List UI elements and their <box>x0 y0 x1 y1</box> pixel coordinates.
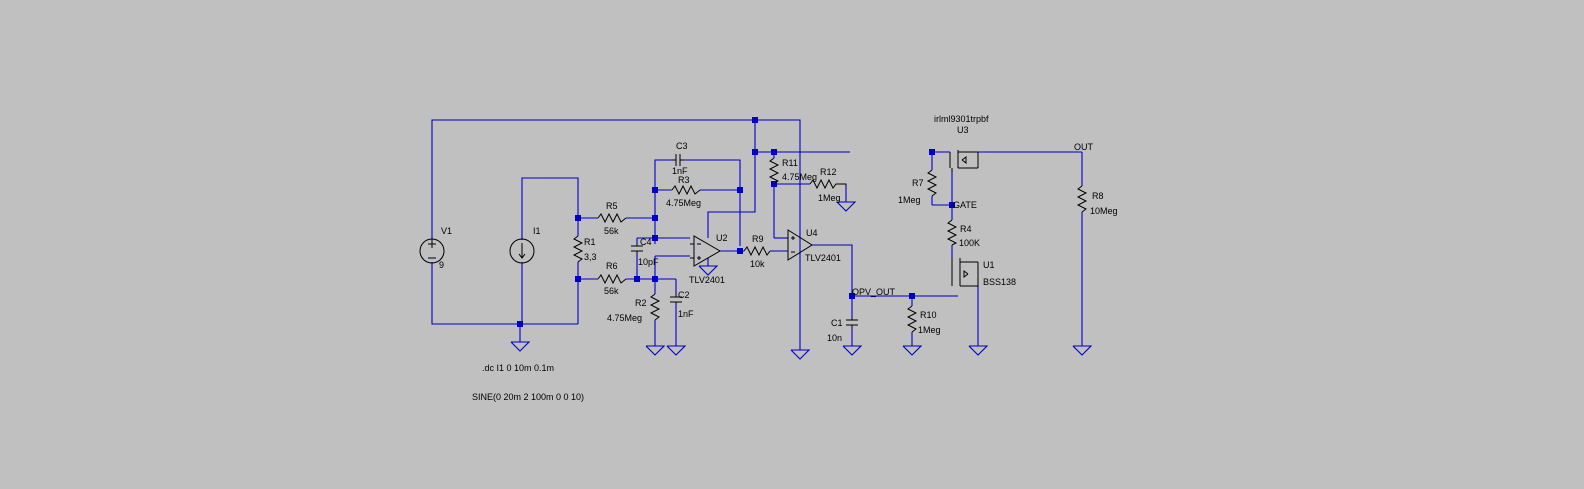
c1-value: 10n <box>827 333 842 343</box>
u4-value: TLV2401 <box>805 253 841 263</box>
r9-name: R9 <box>752 234 764 244</box>
u1-value: BSS138 <box>983 277 1016 287</box>
voltage-source-v1[interactable] <box>419 238 445 264</box>
r8-name: R8 <box>1092 191 1104 201</box>
c4-value: 10pF <box>638 257 659 267</box>
u2-name: U2 <box>716 233 728 243</box>
r2-value: 4.75Meg <box>607 313 642 323</box>
net-label-gate: GATE <box>953 200 977 210</box>
r1-value: 3,3 <box>584 252 597 262</box>
c3-name: C3 <box>676 141 688 151</box>
capacitor-c2[interactable] <box>670 294 682 304</box>
r12-name: R12 <box>820 167 837 177</box>
r3-value: 4.75Meg <box>666 198 701 208</box>
wires <box>431 119 1083 350</box>
r10-name: R10 <box>920 310 937 320</box>
u4-name: U4 <box>806 228 818 238</box>
resistor-r4[interactable] <box>946 219 958 246</box>
r2-name: R2 <box>635 298 647 308</box>
resistor-r8[interactable] <box>1076 185 1088 213</box>
capacitor-c4[interactable] <box>631 244 643 254</box>
r5-name: R5 <box>606 201 618 211</box>
r3-name: R3 <box>678 175 690 185</box>
r11-name: R11 <box>782 158 798 168</box>
r4-value: 100K <box>959 238 980 248</box>
i1-name: I1 <box>533 226 541 236</box>
r12-value: 1Meg <box>818 193 841 203</box>
v1-value: 9 <box>439 260 444 270</box>
r7-value: 1Meg <box>898 195 921 205</box>
r1-name: R1 <box>584 237 596 247</box>
r5-value: 56k <box>604 226 619 236</box>
resistor-r12[interactable] <box>809 178 847 190</box>
r9-value: 10k <box>750 259 765 269</box>
dc-directive: .dc I1 0 10m 0.1m <box>482 363 554 373</box>
spice-directives[interactable]: .dc I1 0 10m 0.1m SINE(0 20m 2 100m 0 0 … <box>472 363 584 402</box>
c2-value: 1nF <box>678 309 694 319</box>
r7-name: R7 <box>912 178 924 188</box>
u1-name: U1 <box>983 260 995 270</box>
resistor-r9[interactable] <box>743 245 771 257</box>
c1-name: C1 <box>831 318 843 328</box>
u3-value: irlml9301trpbf <box>934 114 989 124</box>
r6-value: 56k <box>604 286 619 296</box>
r8-value: 10Meg <box>1090 206 1118 216</box>
resistor-r7[interactable] <box>926 169 938 197</box>
opamp-u2[interactable] <box>690 235 722 267</box>
v1-name: V1 <box>441 226 452 236</box>
resistor-r3[interactable] <box>671 184 701 196</box>
capacitor-c3[interactable] <box>672 154 684 166</box>
current-source-i1[interactable] <box>509 238 535 264</box>
opamp-u4[interactable] <box>787 229 813 261</box>
r6-name: R6 <box>606 261 618 271</box>
c4-name: C4 <box>640 237 652 247</box>
r10-value: 1Meg <box>918 325 941 335</box>
resistor-r10[interactable] <box>906 305 918 333</box>
c2-name: C2 <box>678 290 690 300</box>
sine-directive: SINE(0 20m 2 100m 0 0 10) <box>472 392 584 402</box>
resistor-r1[interactable] <box>572 235 584 263</box>
net-label-out: OUT <box>1074 142 1094 152</box>
resistor-r6[interactable] <box>597 273 627 285</box>
ground-symbols <box>510 201 1093 360</box>
nmos-u1[interactable] <box>951 258 979 287</box>
resistor-r2[interactable] <box>649 293 661 321</box>
c3-value: 1nF <box>672 166 688 176</box>
component-labels: V1 9 I1 R1 3,3 R5 56k R6 56k C3 1nF R3 4… <box>439 114 1118 343</box>
u3-name: U3 <box>957 125 969 135</box>
r4-name: R4 <box>960 224 972 234</box>
net-labels: GATE OPV_OUT OUT <box>852 142 1094 297</box>
resistor-r11[interactable] <box>768 157 780 185</box>
net-label-opv-out: OPV_OUT <box>852 287 896 297</box>
pmos-u3[interactable] <box>949 150 979 172</box>
u2-value: TLV2401 <box>689 275 725 285</box>
resistor-r5[interactable] <box>597 212 627 224</box>
r11-value: 4.75Meg <box>782 172 817 182</box>
capacitor-c1[interactable] <box>846 318 858 328</box>
